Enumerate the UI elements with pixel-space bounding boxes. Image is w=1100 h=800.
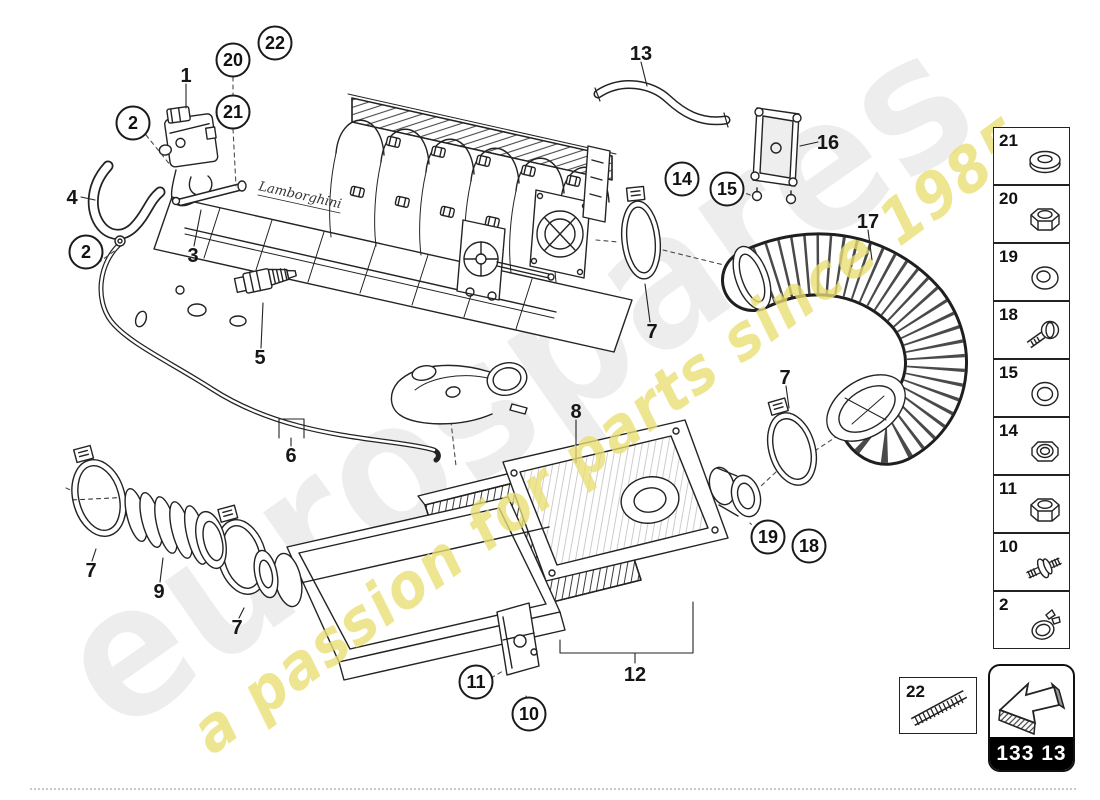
- callout-20[interactable]: 20: [215, 42, 251, 78]
- callout-18[interactable]: 18: [791, 528, 827, 564]
- part-16-bracket-drawing: [750, 107, 802, 205]
- callout-2b[interactable]: 2: [68, 234, 104, 270]
- part-6-pipe-drawing: [98, 235, 441, 463]
- sidebar-part-number: 20: [999, 189, 1018, 209]
- engine-intake-manifold-drawing: Lamborghini: [153, 93, 633, 353]
- stud-box-number: 22: [906, 682, 925, 701]
- label-4: 4: [66, 187, 78, 209]
- sidebar-part-number: 11: [999, 479, 1017, 499]
- label-17: 17: [857, 211, 879, 233]
- part-7-clamp-mid-drawing: [766, 397, 818, 486]
- svg-text:19: 19: [758, 527, 778, 547]
- label-5: 5: [254, 347, 265, 369]
- label-7c: 7: [85, 560, 96, 582]
- svg-text:14: 14: [672, 169, 692, 189]
- flat-washer-icon: [1029, 151, 1061, 174]
- callout-14[interactable]: 14: [664, 161, 700, 197]
- callout-2a[interactable]: 2: [115, 105, 151, 141]
- svg-text:18: 18: [799, 536, 819, 556]
- spacer-washer-icon: [1031, 266, 1059, 291]
- stud-coupler-icon: [1026, 557, 1062, 579]
- part-7-clamp-upper-drawing: [620, 185, 662, 280]
- label-7d: 7: [231, 617, 242, 639]
- label-16: 16: [817, 132, 839, 154]
- label-6: 6: [285, 445, 296, 467]
- part-11-housing-drawing: [253, 496, 566, 681]
- sidebar-part-number: 14: [999, 421, 1018, 441]
- label-12: 12: [624, 664, 646, 686]
- label-7a: 7: [646, 321, 657, 343]
- svg-text:2: 2: [81, 242, 91, 262]
- lock-nut-icon: [1031, 441, 1059, 463]
- hex-nut-icon: [1030, 498, 1060, 523]
- part-number-labels: 1 4 3 5 6 13 16 17 7 7 7 9 7 8 12: [66, 43, 879, 686]
- sidebar-item-19[interactable]: 19: [993, 243, 1070, 302]
- sidebar-part-number: 19: [999, 247, 1018, 267]
- callout-19[interactable]: 19: [750, 519, 786, 555]
- svg-text:20: 20: [223, 50, 243, 70]
- part-1-valve-drawing: [158, 105, 219, 168]
- svg-text:10: 10: [519, 704, 539, 724]
- part-4-hose-drawing: [87, 160, 166, 240]
- sidebar-item-11[interactable]: 11: [993, 475, 1070, 534]
- label-9: 9: [153, 581, 164, 603]
- section-code: 133 13: [990, 737, 1073, 770]
- part-3-bracket-drawing: [170, 169, 247, 207]
- sidebar-part-number: 21: [999, 131, 1018, 151]
- sidebar-item-15[interactable]: 15: [993, 359, 1070, 418]
- part-13-hose-drawing: [593, 80, 731, 128]
- throttle-body-drawing: [456, 145, 611, 301]
- callout-10[interactable]: 10: [511, 696, 547, 732]
- svg-text:11: 11: [466, 672, 485, 692]
- stud-box-item-22[interactable]: 22: [899, 677, 977, 734]
- intake-duct-drawing: [390, 362, 528, 425]
- part-9-bellows-drawing: [124, 488, 227, 570]
- sidebar-part-number: 2: [999, 595, 1009, 615]
- hex-nut-icon: [1030, 208, 1060, 232]
- label-13: 13: [630, 43, 652, 65]
- sidebar-part-number: 10: [999, 537, 1018, 557]
- label-8: 8: [570, 401, 581, 423]
- sidebar-item-10[interactable]: 10: [993, 533, 1070, 592]
- sidebar-item-14[interactable]: 14: [993, 417, 1070, 476]
- sidebar-item-21[interactable]: 21: [993, 127, 1070, 186]
- callout-22[interactable]: 22: [257, 25, 293, 61]
- threaded-stud-icon: [910, 690, 968, 726]
- leader-lines: [80, 61, 873, 706]
- callout-15[interactable]: 15: [709, 171, 745, 207]
- part-17-corrugated-hose-drawing: [721, 232, 968, 466]
- part-7-clamp-left-drawing: [71, 444, 127, 537]
- svg-text:22: 22: [265, 33, 285, 53]
- svg-text:2: 2: [128, 113, 138, 133]
- injector-clips: [349, 135, 581, 228]
- sidebar-item-20[interactable]: 20: [993, 185, 1070, 244]
- sidebar-item-2[interactable]: 2: [993, 591, 1070, 650]
- circled-callouts: 2 2 20 21 22 14 15 19 18 11 10: [68, 25, 827, 732]
- o-ring-icon: [1031, 382, 1059, 407]
- flange-bolt-icon: [1026, 321, 1060, 349]
- label-7b: 7: [779, 367, 790, 389]
- sidebar-item-18[interactable]: 18: [993, 301, 1070, 360]
- svg-text:15: 15: [717, 179, 737, 199]
- callout-21[interactable]: 21: [215, 94, 251, 130]
- label-3: 3: [187, 245, 198, 267]
- part-12-cover-drawing: [502, 419, 762, 582]
- part-5-sensor-drawing: [233, 268, 297, 294]
- label-1: 1: [180, 65, 191, 87]
- callout-11[interactable]: 11: [458, 664, 494, 700]
- footer-dotted-divider: [30, 788, 1076, 790]
- sidebar-part-number: 18: [999, 305, 1018, 325]
- section-code-box: 133 13: [988, 664, 1075, 772]
- direction-arrow-icon: [998, 681, 1066, 736]
- hose-clamp-icon: [1031, 609, 1061, 641]
- sidebar-part-number: 15: [999, 363, 1018, 383]
- svg-text:21: 21: [223, 102, 243, 122]
